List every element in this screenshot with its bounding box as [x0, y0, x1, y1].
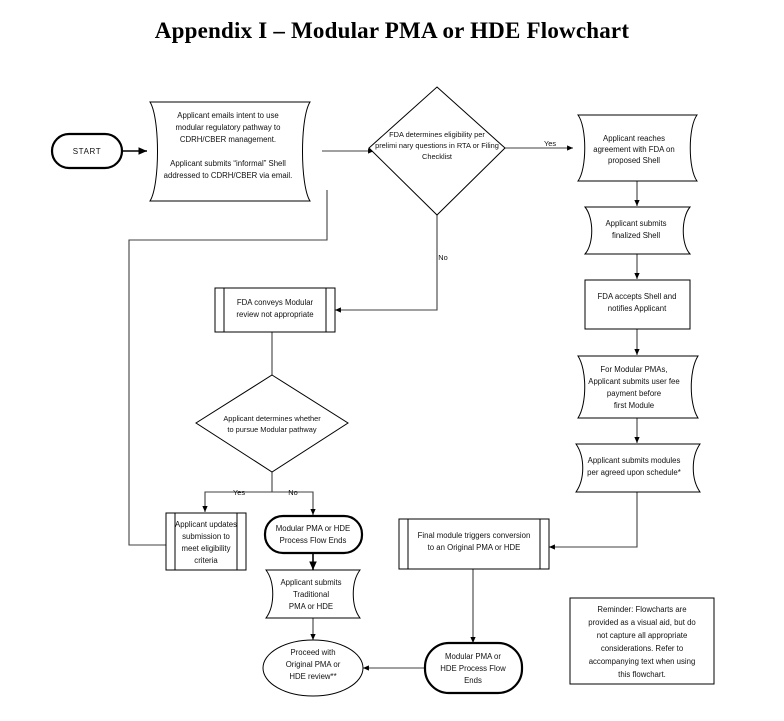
node-pursue-decision[interactable]: Applicant determines whether to pursue M…	[195, 374, 349, 473]
intent-line-0: Applicant emails intent to use	[177, 111, 278, 120]
not-appropriate-shape	[214, 287, 336, 333]
agreement-line-0: Applicant reaches	[603, 134, 665, 143]
edge-pursue-yes	[202, 491, 272, 512]
eligibility-line-0: FDA determines eligibility per	[389, 130, 485, 139]
user-fee-line-1: Applicant submits user fee	[588, 377, 679, 386]
submits-modules-shape	[575, 443, 701, 493]
node-final-module[interactable]: Final module triggers conversion to an O…	[398, 518, 550, 570]
page-title: Appendix I – Modular PMA or HDE Flowchar…	[154, 18, 630, 43]
node-flow-ends-right[interactable]: Modular PMA or HDE Process Flow Ends	[423, 641, 524, 695]
traditional-line-0: Applicant submits	[280, 578, 341, 587]
flow-ends-left-shape	[263, 514, 364, 555]
flow-ends-right-shape	[423, 641, 524, 695]
intent-line-4: Applicant submits “informal” Shell	[170, 159, 286, 168]
node-not-appropriate[interactable]: FDA conveys Modular review not appropria…	[214, 287, 336, 333]
updates-submission-shape	[165, 512, 247, 571]
start-shape	[50, 132, 124, 170]
edge-pursue-no	[272, 491, 316, 515]
reminder-line-1: provided as a visual aid, but do	[588, 618, 696, 627]
proceed-line-0: Proceed with	[290, 648, 335, 657]
not-appropriate-line-0: FDA conveys Modular	[237, 298, 314, 307]
reminder-line-0: Reminder: Flowcharts are	[597, 605, 686, 614]
updates-line-0: Applicant updates	[175, 520, 237, 529]
flow-ends-right-line-1: HDE Process Flow	[440, 664, 506, 673]
final-module-shape	[398, 518, 550, 570]
finalized-shell-line-0: Applicant submits	[605, 219, 666, 228]
submits-modules-line-0: Applicant submits modules	[588, 456, 681, 465]
node-agreement[interactable]: Applicant reaches agreement with FDA on …	[577, 114, 698, 182]
submits-modules-line-1: per agreed upon schedule*	[587, 468, 681, 477]
edge-eligibility-no	[335, 215, 438, 313]
final-module-line-1: to an Original PMA or HDE	[428, 543, 521, 552]
edge-label-no-pursue: No	[288, 488, 297, 497]
eligibility-line-1: prelimi nary questions in RTA or Filing	[375, 141, 499, 150]
traditional-line-1: Traditional	[293, 590, 329, 599]
node-updates-submission[interactable]: Applicant updates submission to meet eli…	[165, 512, 247, 571]
node-start[interactable]: START	[50, 132, 124, 170]
reminder-shape	[569, 597, 715, 685]
reminder-line-4: accompanying text when using	[589, 657, 696, 666]
intent-shape	[149, 101, 311, 202]
not-appropriate-line-1: review not appropriate	[236, 310, 313, 319]
traditional-shape	[265, 569, 361, 619]
node-user-fee[interactable]: For Modular PMAs, Applicant submits user…	[577, 355, 699, 419]
finalized-shell-line-1: finalized Shell	[612, 231, 660, 240]
node-finalized-shell[interactable]: Applicant submits finalized Shell	[583, 206, 692, 255]
reminder-line-2: not capture all appropriate	[597, 631, 688, 640]
node-intent[interactable]: Applicant emails intent to use modular r…	[149, 101, 311, 202]
connectors	[122, 145, 640, 671]
intent-line-5: addressed to CDRH/CBER via email.	[164, 171, 293, 180]
user-fee-shape	[577, 355, 699, 419]
agreement-line-1: agreement with FDA on	[593, 145, 674, 154]
node-flow-ends-left[interactable]: Modular PMA or HDE Process Flow Ends	[263, 514, 364, 555]
updates-line-3: criteria	[194, 556, 218, 565]
fda-accepts-line-0: FDA accepts Shell and	[598, 292, 677, 301]
reminder-line-5: this flowchart.	[618, 670, 666, 679]
flow-ends-left-line-1: Process Flow Ends	[280, 536, 347, 545]
user-fee-line-3: first Module	[614, 401, 654, 410]
edge-label-no-eligibility: No	[438, 253, 447, 262]
finalized-shell-shape	[583, 206, 692, 255]
intent-line-1: modular regulatory pathway to	[176, 123, 282, 132]
proceed-line-2: HDE review**	[289, 672, 336, 681]
node-submits-modules[interactable]: Applicant submits modules per agreed upo…	[575, 443, 701, 493]
user-fee-line-0: For Modular PMAs,	[600, 365, 667, 374]
eligibility-line-2: Checklist	[422, 152, 452, 161]
fda-accepts-shape	[584, 279, 691, 330]
pursue-line-0: Applicant determines whether	[223, 414, 321, 423]
agreement-shape	[577, 114, 698, 182]
updates-line-1: submission to	[182, 532, 230, 541]
node-reminder: Reminder: Flowcharts are provided as a v…	[569, 597, 715, 685]
reminder-line-3: considerations. Refer to	[601, 644, 684, 653]
node-traditional[interactable]: Applicant submits Traditional PMA or HDE	[265, 569, 361, 619]
edge-feedback-loop	[128, 190, 328, 546]
edge-label-yes-eligibility: Yes	[544, 139, 556, 148]
agreement-line-2: proposed Shell	[608, 156, 660, 165]
updates-line-2: meet eligibility	[182, 544, 231, 553]
intent-line-2: CDRH/CBER management.	[180, 135, 276, 144]
flow-ends-left-line-0: Modular PMA or HDE	[276, 524, 351, 533]
proceed-original-shape	[262, 639, 364, 697]
node-eligibility-decision[interactable]: FDA determines eligibility per prelimi n…	[368, 86, 506, 216]
node-fda-accepts[interactable]: FDA accepts Shell and notifies Applicant	[584, 279, 691, 330]
edge-modules-to-finalmodule	[549, 492, 638, 550]
edge-label-yes-pursue: Yes	[233, 488, 245, 497]
pursue-shape	[195, 374, 349, 473]
proceed-line-1: Original PMA or	[286, 660, 341, 669]
flow-ends-right-line-2: Ends	[464, 676, 482, 685]
eligibility-shape	[368, 86, 506, 216]
start-label: START	[73, 147, 101, 156]
pursue-line-1: to pursue Modular pathway	[227, 425, 316, 434]
traditional-line-2: PMA or HDE	[289, 602, 333, 611]
user-fee-line-2: payment before	[607, 389, 661, 398]
fda-accepts-line-1: notifies Applicant	[608, 304, 667, 313]
flow-ends-right-line-0: Modular PMA or	[445, 652, 501, 661]
node-proceed-original[interactable]: Proceed with Original PMA or HDE review*…	[262, 639, 364, 697]
final-module-line-0: Final module triggers conversion	[418, 531, 531, 540]
